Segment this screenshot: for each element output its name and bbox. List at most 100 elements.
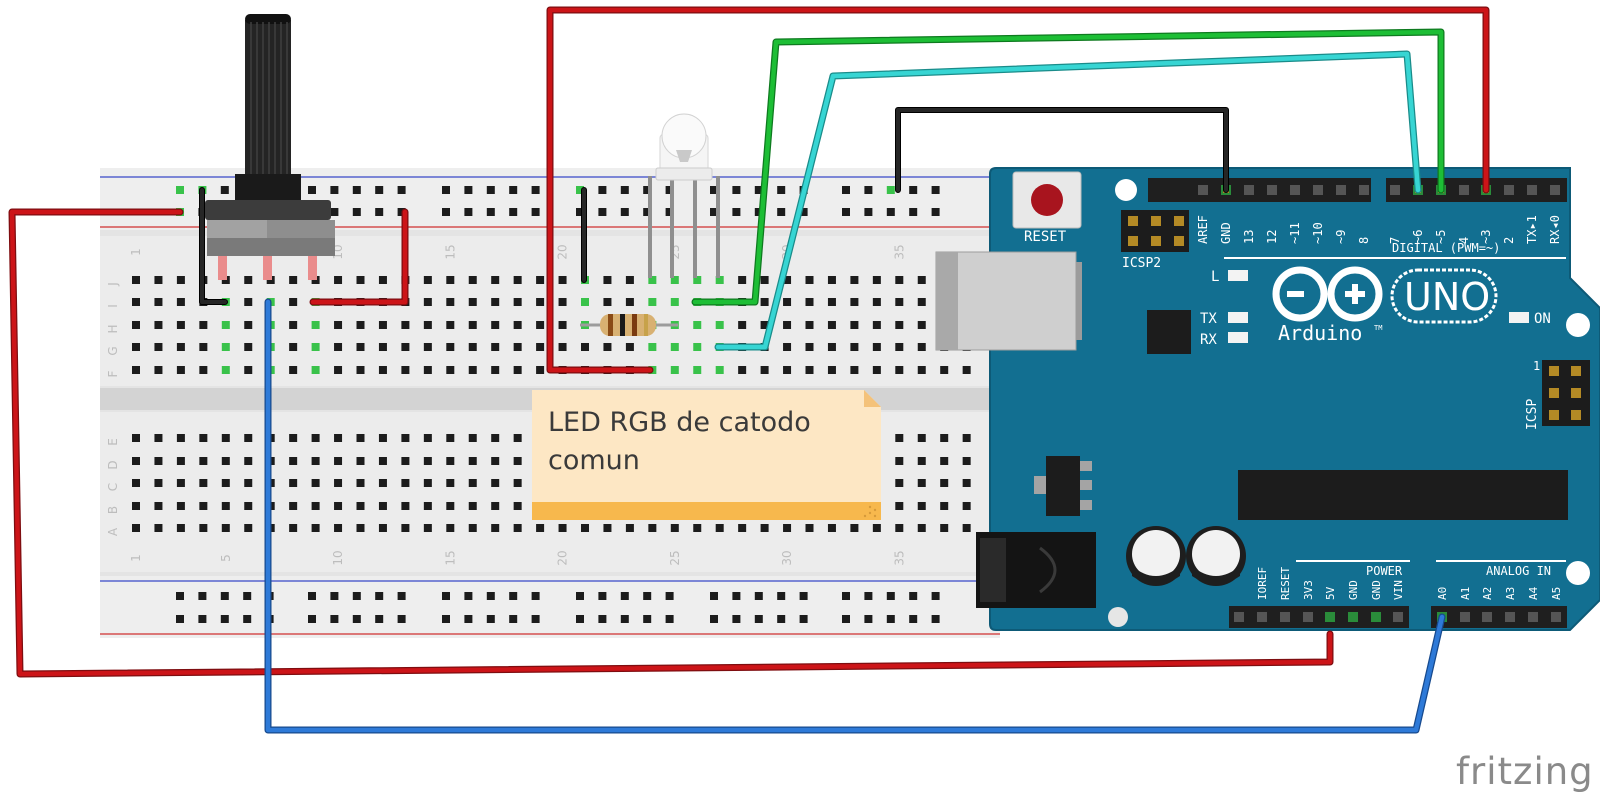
breadboard-hole [962, 434, 971, 442]
breadboard-hole [693, 321, 702, 329]
breadboard-hole [446, 457, 455, 465]
usb-connector [935, 251, 1082, 351]
breadboard-hole [805, 276, 814, 284]
breadboard-hole [509, 208, 518, 216]
potentiometer[interactable] [205, 14, 335, 280]
power-pin-label: 3V3 [1302, 580, 1315, 600]
breadboard-hole [468, 343, 477, 351]
breadboard-hole [378, 479, 387, 487]
rgb-led[interactable] [648, 113, 720, 278]
header-pin [1290, 185, 1300, 195]
breadboard-hole [132, 276, 140, 284]
breadboard-hole [598, 208, 607, 216]
breadboard-hole [330, 592, 339, 600]
breadboard-hole [486, 208, 495, 216]
breadboard-hole [330, 615, 339, 623]
breadboard-hole [670, 366, 679, 374]
note-card[interactable] [532, 390, 881, 520]
breadboard-hole [401, 434, 410, 442]
breadboard-hole [760, 298, 769, 306]
row-label: J [106, 282, 120, 287]
breadboard-hole [886, 615, 895, 623]
breadboard-hole [334, 276, 343, 284]
breadboard-hole [176, 186, 184, 194]
uno-badge: UNO [1390, 268, 1498, 324]
breadboard-hole [401, 321, 410, 329]
breadboard-hole [446, 343, 455, 351]
breadboard-hole [648, 276, 657, 284]
breadboard-hole [199, 502, 208, 510]
header-pin [1371, 612, 1381, 622]
power-pin-label: VIN [1392, 580, 1405, 600]
header-pin [1348, 612, 1358, 622]
breadboard-hole [895, 343, 904, 351]
breadboard-hole [491, 366, 500, 374]
breadboard-hole [491, 321, 500, 329]
breadboard-hole [244, 434, 253, 442]
breadboard-hole [464, 615, 473, 623]
digital-pin-label: 2 [1502, 237, 1516, 244]
breadboard-hole [221, 366, 230, 374]
breadboard-hole [176, 366, 185, 374]
breadboard-hole [176, 592, 184, 600]
breadboard-hole [603, 276, 612, 284]
voltage-regulator [1034, 456, 1092, 516]
digital-header-left [1148, 178, 1371, 202]
mounting-hole [1566, 561, 1590, 585]
power-pin-label: 5V [1324, 586, 1337, 600]
breadboard-hole [378, 366, 387, 374]
breadboard-hole [827, 298, 836, 306]
breadboard-hole [132, 321, 140, 329]
breadboard-hole [715, 366, 724, 374]
breadboard-hole [620, 208, 629, 216]
breadboard-hole [423, 479, 432, 487]
breadboard-hole [375, 208, 384, 216]
breadboard-hole [760, 321, 769, 329]
header-pin [1359, 185, 1369, 195]
mounting-hole [1108, 607, 1128, 627]
breadboard-hole [799, 592, 808, 600]
breadboard-hole [670, 276, 679, 284]
breadboard-hole [895, 276, 904, 284]
breadboard-hole [864, 615, 873, 623]
reset-button[interactable] [1012, 171, 1082, 229]
analog-header [1431, 606, 1567, 628]
digital-pin-label: GND [1219, 222, 1233, 244]
row-label: F [106, 370, 120, 377]
breadboard-hole [513, 502, 522, 510]
breadboard-hole [289, 457, 298, 465]
row-label: B [106, 506, 120, 514]
breadboard-hole [909, 186, 918, 194]
breadboard-hole [378, 524, 387, 532]
breadboard-hole [311, 321, 320, 329]
breadboard-hole [886, 592, 895, 600]
breadboard-hole [576, 615, 584, 623]
breadboard-hole [940, 524, 949, 532]
breadboard-hole [244, 276, 253, 284]
breadboard-hole [732, 592, 741, 600]
breadboard-hole [311, 434, 320, 442]
breadboard-hole [625, 343, 634, 351]
breadboard-hole [625, 276, 634, 284]
breadboard-hole [132, 502, 140, 510]
breadboard-hole [620, 186, 629, 194]
breadboard-hole [598, 592, 607, 600]
breadboard-hole [931, 592, 940, 600]
breadboard-hole [176, 457, 185, 465]
svg-text:UNO: UNO [1404, 275, 1490, 319]
breadboard-hole [446, 479, 455, 487]
power-header [1229, 606, 1409, 628]
breadboard-hole [827, 366, 836, 374]
breadboard-hole [442, 615, 450, 623]
breadboard-hole [352, 615, 361, 623]
power-analog-pins [1234, 612, 1561, 622]
breadboard-hole [643, 592, 652, 600]
breadboard-hole [176, 502, 185, 510]
breadboard-hole [895, 502, 904, 510]
resistor[interactable] [580, 314, 678, 336]
breadboard-hole [446, 434, 455, 442]
breadboard-hole [423, 343, 432, 351]
column-number: 15 [443, 550, 457, 565]
breadboard-hole [895, 366, 904, 374]
arduino-wordmark: Arduino [1278, 321, 1362, 345]
